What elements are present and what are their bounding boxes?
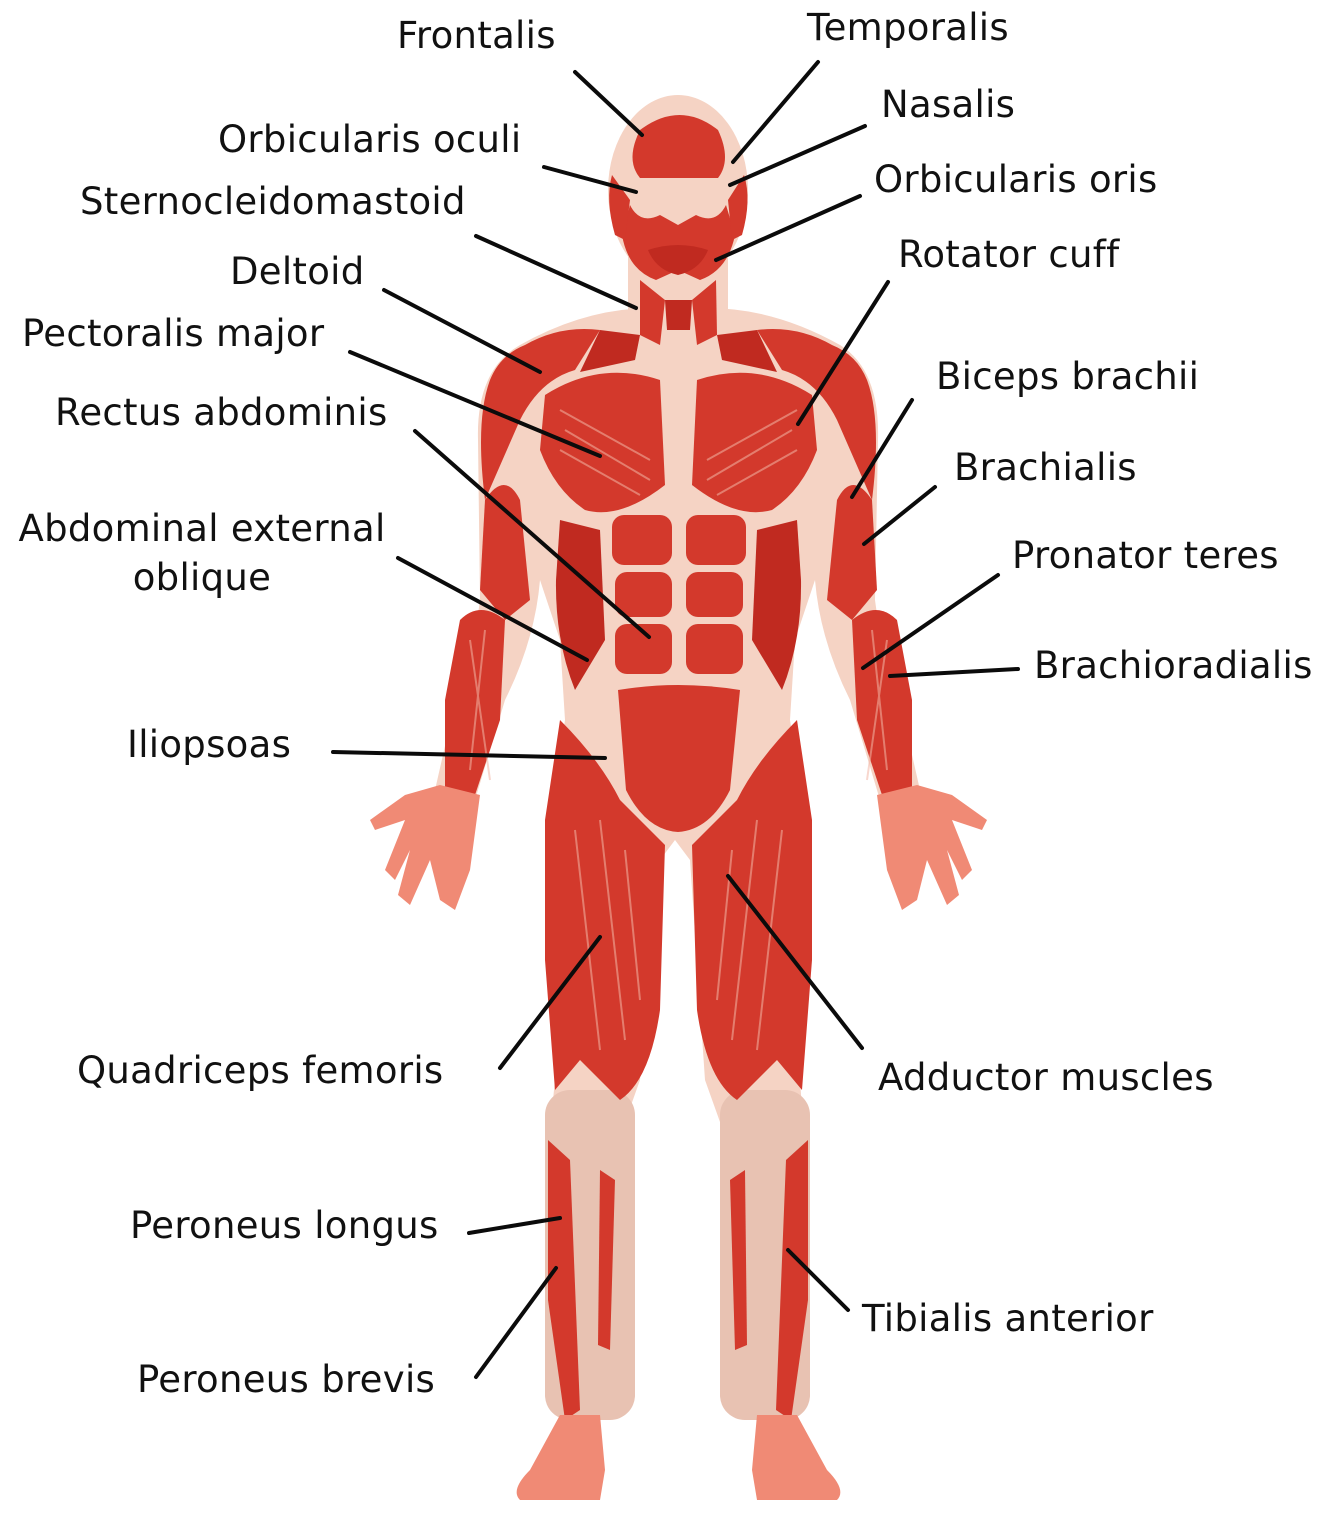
leader-peroneus-brevis — [476, 1268, 556, 1377]
leader-quadriceps-femoris — [500, 937, 600, 1068]
leader-temporalis — [733, 62, 818, 162]
label-pronator-teres: Pronator teres — [1012, 535, 1279, 578]
label-nasalis: Nasalis — [881, 84, 1015, 127]
label-frontalis: Frontalis — [397, 15, 556, 58]
leader-brachioradialis — [890, 669, 1018, 676]
leader-adductor-muscles — [728, 876, 862, 1048]
label-rotator-cuff: Rotator cuff — [898, 234, 1119, 277]
label-peroneus-longus: Peroneus longus — [130, 1205, 439, 1248]
leader-orbicularis-oculi — [544, 167, 636, 192]
leader-frontalis — [575, 72, 642, 135]
label-brachioradialis: Brachioradialis — [1034, 645, 1313, 688]
leader-rectus-abdominis — [415, 431, 649, 637]
leader-brachialis — [864, 487, 935, 544]
leader-pronator-teres — [863, 575, 998, 668]
label-adductor-muscles: Adductor muscles — [878, 1057, 1214, 1100]
label-peroneus-brevis: Peroneus brevis — [137, 1359, 435, 1402]
leader-tibialis-anterior — [788, 1250, 848, 1310]
leader-deltoid — [384, 290, 540, 372]
leader-rotator-cuff — [798, 282, 888, 424]
label-pectoralis-major: Pectoralis major — [22, 313, 324, 356]
label-rectus-abdominis: Rectus abdominis — [55, 392, 388, 435]
label-quadriceps-femoris: Quadriceps femoris — [77, 1050, 444, 1093]
label-temporalis: Temporalis — [807, 7, 1009, 50]
label-deltoid: Deltoid — [230, 251, 365, 294]
label-biceps-brachii: Biceps brachii — [936, 356, 1199, 399]
leader-orbicularis-oris — [716, 196, 860, 260]
label-iliopsoas: Iliopsoas — [127, 724, 291, 767]
leader-biceps-brachii — [852, 400, 912, 497]
label-sternocleidomastoid: Sternocleidomastoid — [80, 181, 466, 224]
label-tibialis-anterior: Tibialis anterior — [862, 1298, 1154, 1341]
label-orbicularis-oculi: Orbicularis oculi — [218, 119, 521, 162]
label-orbicularis-oris: Orbicularis oris — [874, 159, 1158, 202]
leader-sternocleidomastoid — [476, 236, 636, 308]
leader-peroneus-longus — [469, 1218, 560, 1233]
leader-nasalis — [730, 126, 865, 185]
leader-abdominal-external-oblique — [398, 558, 587, 660]
label-brachialis: Brachialis — [954, 447, 1137, 490]
leader-iliopsoas — [333, 752, 605, 758]
label-abdominal-external-oblique: Abdominal external oblique — [10, 505, 394, 603]
